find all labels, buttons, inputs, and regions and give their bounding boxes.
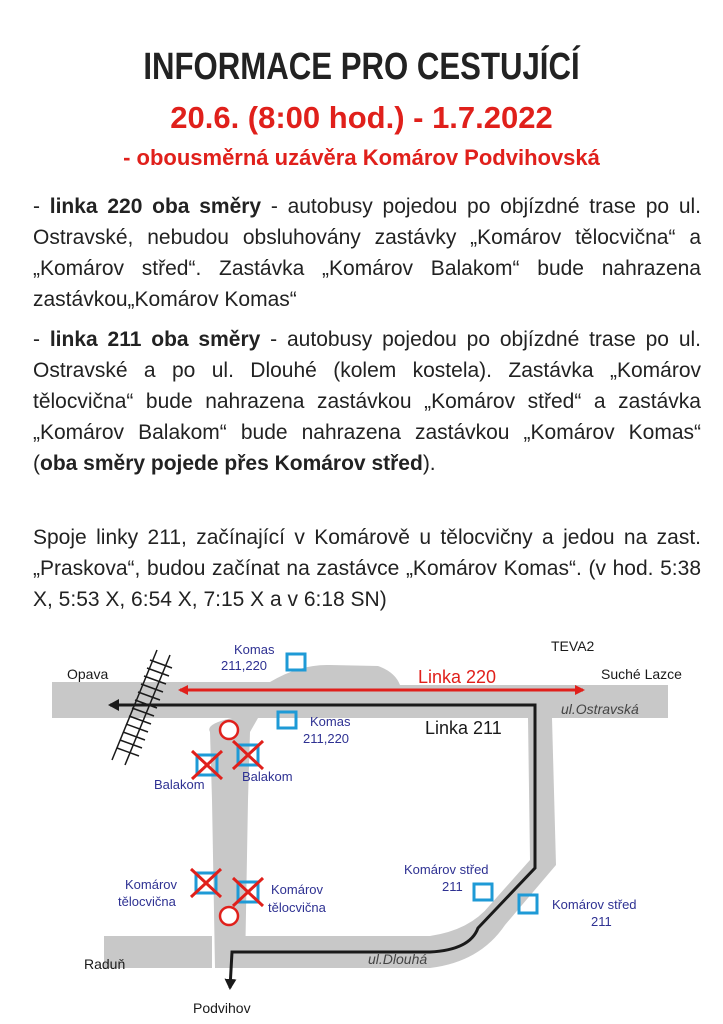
stop-label-telocvicna-left-2: tělocvična	[118, 894, 177, 909]
line-211-text: - autobusy pojedou po objízdné trase po …	[33, 328, 701, 475]
stop-label-balakom-left: Balakom	[154, 777, 205, 792]
stop-stred-left	[472, 882, 494, 902]
line-220-info: - linka 220 oba směry - autobusy pojedou…	[33, 191, 701, 315]
label-suche-lazce: Suché Lazce	[601, 666, 682, 682]
line-220-heading: linka 220 oba směry	[49, 195, 262, 218]
street-dlouha: ul.Dlouhá	[368, 951, 427, 967]
label-line-211: Linka 211	[425, 718, 502, 738]
stop-label-telocvicna-right-2: tělocvična	[268, 900, 327, 915]
route-line-211-west	[108, 699, 537, 711]
stop-label-stred-left-1: Komárov střed	[404, 862, 489, 877]
page-title: INFORMACE PRO CESTUJÍCÍ	[143, 46, 580, 88]
early-connections-info: Spoje linky 211, začínající v Komárově u…	[33, 526, 701, 611]
bus-stop-marker-north	[218, 719, 240, 741]
cancelled-marks	[189, 739, 265, 908]
stop-balakom-left	[195, 753, 219, 777]
label-teva: TEVA2	[551, 638, 595, 654]
label-opava: Opava	[67, 666, 108, 682]
line-220-lead: -	[33, 195, 50, 218]
street-ostravska: ul.Ostravská	[561, 701, 639, 717]
stop-komas-top	[285, 652, 307, 672]
stop-telocvicna-left	[194, 871, 218, 895]
closure-dates: 20.6. (8:00 hod.) - 1.7.2022	[170, 100, 553, 135]
road-dlouha-east	[245, 718, 556, 968]
stop-label-komas-mid-lines: 211,220	[303, 731, 349, 746]
stop-label-komas-mid: Komas	[310, 714, 351, 729]
stop-label-stred-left-2: 211	[442, 879, 463, 894]
stop-label-komas-top-lines: 211,220	[221, 658, 267, 673]
line-211-lead: -	[33, 328, 50, 351]
stop-telocvicna-right	[236, 880, 260, 904]
label-radun: Raduň	[84, 956, 125, 972]
label-podvihov: Podvihov	[193, 1000, 251, 1016]
line-211-emphasis: oba směry pojede přes Komárov střed	[40, 452, 423, 475]
bus-stop-marker-south	[218, 905, 240, 927]
road-dlouha	[104, 936, 212, 968]
closure-subtitle: - obousměrná uzávěra Komárov Podvihovská	[123, 145, 600, 170]
stop-label-telocvicna-right-1: Komárov	[271, 882, 324, 897]
stop-label-balakom-right: Balakom	[242, 769, 293, 784]
line-211-tail: ).	[422, 452, 436, 475]
stop-komas-mid	[276, 710, 298, 730]
stop-label-stred-right-1: Komárov střed	[552, 897, 637, 912]
road-podvihovska	[209, 718, 258, 968]
stop-stred-right	[517, 893, 539, 915]
stop-label-telocvicna-left-1: Komárov	[125, 877, 178, 892]
route-line-211	[224, 708, 537, 990]
stop-label-stred-right-2: 211	[591, 914, 612, 929]
line-211-heading: linka 211 oba směry	[49, 328, 261, 351]
stop-balakom-right	[236, 743, 260, 767]
stop-label-komas-top: Komas	[234, 642, 275, 657]
line-220-text: - autobusy pojedou po objízdné trase po …	[33, 195, 701, 311]
label-line-220: Linka 220	[418, 667, 496, 687]
line-211-info: - linka 211 oba směry - autobusy pojedou…	[33, 324, 701, 479]
